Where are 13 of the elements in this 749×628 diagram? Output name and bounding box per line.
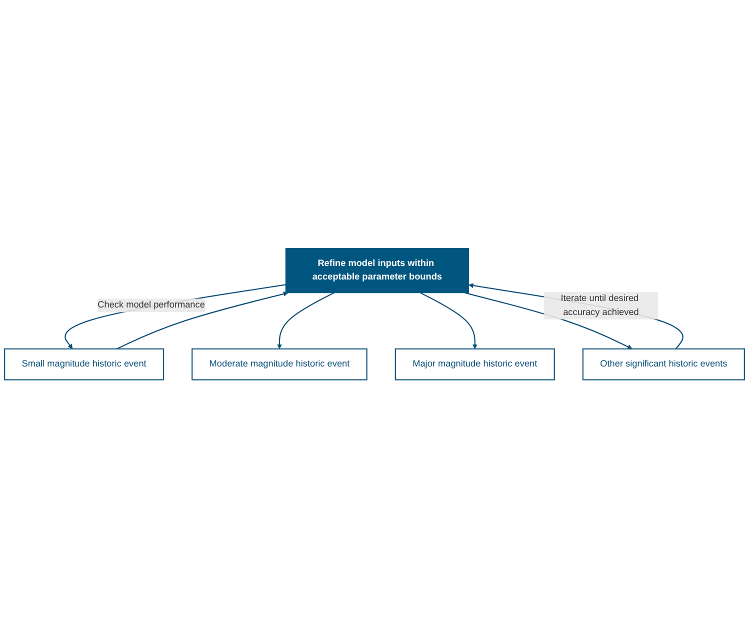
node-box: Major magnitude historic event: [394, 348, 555, 380]
edge-label: Check model performance: [98, 300, 205, 310]
arrow: [468, 283, 684, 350]
arrow: [276, 292, 334, 350]
node-box: Refine model inputs within acceptable parameter bounds: [285, 248, 469, 294]
node-box: Moderate magnitude historic event: [192, 348, 368, 380]
arrow: [116, 292, 288, 350]
arrow: [64, 284, 286, 350]
edge-label: Iterate until desired accuracy achieved: [560, 294, 639, 318]
arrow: [420, 292, 478, 350]
arrow: [464, 292, 632, 350]
node-box: Small magnitude historic event: [4, 348, 164, 380]
node-box: Other significant historic events: [582, 348, 745, 380]
